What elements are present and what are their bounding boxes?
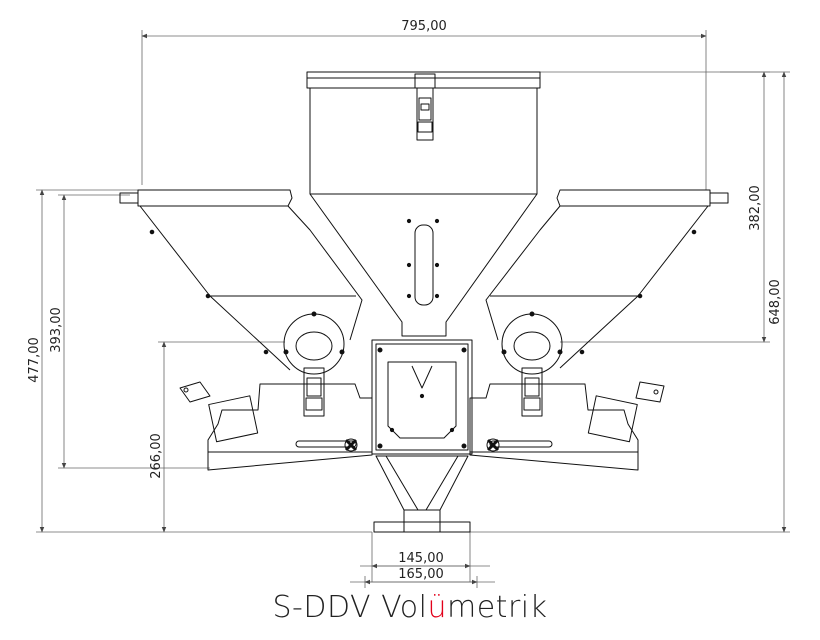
dimension-lines bbox=[36, 30, 790, 588]
product-caption: S-DDV Volümetrik bbox=[0, 590, 820, 625]
caption-accent: ü bbox=[427, 590, 447, 625]
left-lower-body bbox=[179, 367, 373, 471]
dim-height-left-inner: 393,00 bbox=[49, 307, 64, 353]
central-mixing-box bbox=[371, 339, 473, 455]
dim-base-inner: 145,00 bbox=[398, 551, 444, 566]
dim-height-right-outer: 648,00 bbox=[768, 279, 783, 325]
left-hopper bbox=[119, 189, 363, 371]
right-feeder-ring bbox=[501, 311, 563, 375]
dim-height-left-outer: 477,00 bbox=[27, 337, 42, 383]
dim-height-lower: 266,00 bbox=[149, 433, 164, 479]
right-lower-body bbox=[469, 367, 665, 471]
dim-height-right-inner: 382,00 bbox=[748, 185, 763, 231]
outlet-flange bbox=[373, 455, 471, 533]
dim-base-outer: 165,00 bbox=[398, 567, 444, 582]
central-hopper bbox=[306, 71, 541, 337]
dim-overall-width: 795,00 bbox=[401, 19, 447, 34]
machine-outline bbox=[119, 71, 729, 533]
right-hopper bbox=[485, 189, 729, 369]
caption-suffix: metrik bbox=[447, 590, 548, 625]
left-feeder-ring bbox=[283, 311, 345, 375]
caption-prefix: S-DDV Vol bbox=[272, 590, 428, 625]
